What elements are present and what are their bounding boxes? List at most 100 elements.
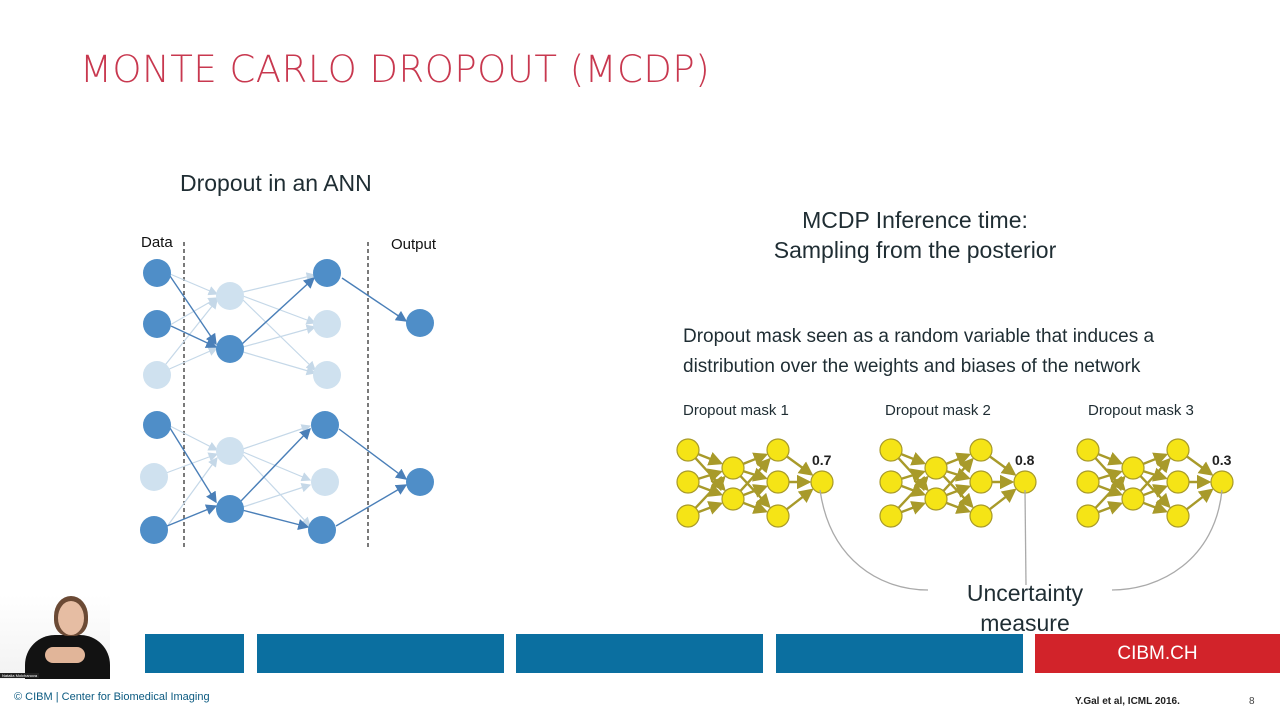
- mask-node: [879, 470, 903, 494]
- mask-node: [676, 470, 700, 494]
- dropout-mask-networks: 0.7 0.8 0.3: [676, 438, 1234, 591]
- mask-connection: [1097, 452, 1124, 466]
- hidden-node: [216, 335, 244, 363]
- dropped-node: [143, 361, 171, 389]
- ann-dropout-diagram: Data Output: [140, 234, 437, 548]
- mask-node: [1076, 438, 1100, 462]
- mask-label-1: Dropout mask 1: [683, 402, 789, 419]
- mask-connection: [900, 483, 927, 497]
- mask-connection: [742, 452, 769, 466]
- speaker-face: [58, 601, 84, 635]
- dropped-node: [313, 310, 341, 338]
- input-node: [140, 516, 168, 544]
- mask-connection: [900, 452, 927, 466]
- brand-link[interactable]: CIBM.CH: [1117, 642, 1198, 664]
- output-node: [406, 309, 434, 337]
- dropped-connections: [157, 272, 317, 529]
- mask-connection: [1142, 484, 1169, 498]
- mask-node: [676, 438, 700, 462]
- inference-title: MCDP Inference time: Sampling from the p…: [773, 207, 1057, 263]
- hidden-node: [216, 495, 244, 523]
- mask-label-2: Dropout mask 2: [885, 402, 991, 419]
- speaker-hands: [45, 647, 85, 663]
- mask-node: [766, 438, 790, 462]
- mask-node: [879, 504, 903, 528]
- dropped-node: [140, 463, 168, 491]
- input-node: [143, 310, 171, 338]
- mask-node: [766, 504, 790, 528]
- page-number: 8: [1249, 696, 1255, 707]
- mask-connection: [901, 468, 926, 483]
- mask-connection: [988, 488, 1017, 511]
- mask-node: [1210, 470, 1234, 494]
- mask-connection: [1142, 452, 1169, 466]
- active-connections: [166, 275, 408, 530]
- footer-bar: [776, 634, 1023, 673]
- mask-node: [924, 487, 948, 511]
- speaker-webcam: Natalia Molchanova: [0, 595, 110, 679]
- mask-connection: [1139, 457, 1171, 492]
- mask-node: [969, 470, 993, 494]
- input-node: [143, 411, 171, 439]
- mask-connection: [698, 468, 723, 483]
- mask-label-3: Dropout mask 3: [1088, 402, 1194, 419]
- mask-node: [810, 470, 834, 494]
- mask-connection: [742, 500, 769, 514]
- mask-node: [879, 438, 903, 462]
- mask-node: [721, 456, 745, 480]
- mask-connection: [697, 483, 724, 497]
- mask-node: [969, 504, 993, 528]
- mask-node: [1013, 470, 1037, 494]
- mask-node: [924, 456, 948, 480]
- mask-node: [721, 487, 745, 511]
- mask-connection: [900, 501, 927, 515]
- mask-connection: [697, 501, 724, 515]
- uncertainty-curve: [819, 489, 929, 591]
- mask-output-value: 0.8: [1015, 452, 1035, 468]
- uncertainty-curve: [1111, 489, 1223, 591]
- hidden-node: [311, 411, 339, 439]
- dropped-node: [216, 282, 244, 310]
- ann-subtitle: Dropout in an ANN: [180, 170, 372, 196]
- mask-connection: [785, 488, 814, 511]
- uncertainty-curve: [1024, 489, 1027, 586]
- speaker-name-tag: Natalia Molchanova: [0, 673, 40, 678]
- citation: Y.Gal et al, ICML 2016.: [1075, 696, 1180, 707]
- input-node: [143, 259, 171, 287]
- footer-bar: [257, 634, 504, 673]
- mask-node: [1166, 438, 1190, 462]
- output-label: Output: [391, 236, 437, 253]
- mask-node: [1166, 470, 1190, 494]
- mask-connection: [1094, 475, 1126, 509]
- mask-connection: [942, 457, 974, 492]
- mask-output-value: 0.3: [1212, 452, 1232, 468]
- dropped-node: [311, 468, 339, 496]
- footer-bar: [145, 634, 244, 673]
- mask-node: [1076, 504, 1100, 528]
- mask-node: [969, 438, 993, 462]
- dropped-node: [313, 361, 341, 389]
- uncertainty-measure: Uncertainty measure: [966, 580, 1084, 636]
- mask-connection: [945, 452, 972, 466]
- mask-connection: [989, 455, 1017, 476]
- mask-connection: [1185, 488, 1214, 511]
- mask-connection: [1097, 501, 1124, 515]
- mask-connection: [786, 455, 814, 476]
- mask-connection: [1186, 455, 1214, 476]
- cibm-brand-bar[interactable]: CIBM.CH: [1035, 634, 1280, 673]
- hidden-node: [313, 259, 341, 287]
- mask-description: Dropout mask seen as a random variable t…: [683, 326, 1155, 377]
- hidden-node: [308, 516, 336, 544]
- output-node: [406, 468, 434, 496]
- mask-connection: [697, 452, 724, 466]
- mask-connection: [1097, 483, 1124, 497]
- mask-node: [676, 504, 700, 528]
- mask-node: [1076, 470, 1100, 494]
- mask-connection: [945, 484, 972, 498]
- mask-connection: [742, 484, 769, 498]
- dropped-node: [216, 437, 244, 465]
- footer-bar: [516, 634, 763, 673]
- footer-copyright: © CIBM | Center for Biomedical Imaging: [14, 691, 210, 703]
- slide-title: MONTE CARLO DROPOUT (MCDP): [80, 48, 711, 91]
- mask-output-value: 0.7: [812, 452, 832, 468]
